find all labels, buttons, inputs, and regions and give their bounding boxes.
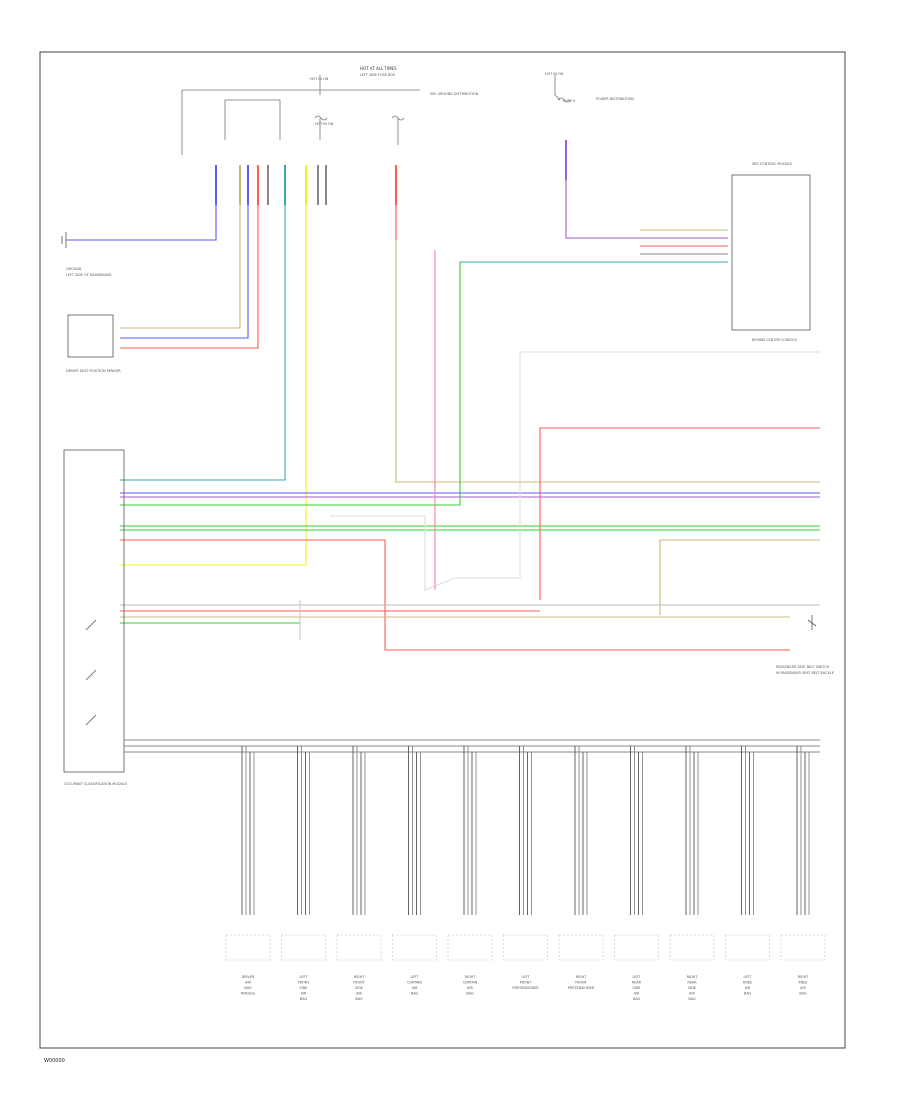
component-label: AIR [634, 992, 640, 996]
component-label: BAG [633, 997, 641, 1001]
top-pin-stack [215, 140, 567, 205]
sensor-box-label: DRIVER SEAT POSITION SENSOR [66, 369, 121, 373]
component-label: FRONT [575, 981, 588, 985]
component-label: AIR [245, 981, 251, 985]
component-label: LEFT [522, 975, 531, 979]
bottom-bus [124, 739, 820, 753]
component-bracket [669, 934, 715, 961]
component-label: BAG [688, 997, 696, 1001]
component-label: RIGHT [354, 975, 366, 979]
component-label: AIR [745, 986, 751, 990]
footer-code: W00000 [44, 1058, 65, 1064]
fuse-block-top [181, 75, 420, 155]
ground-left [61, 232, 67, 248]
module-right-label: SRS CONTROL MODULE [752, 162, 792, 166]
component-label: BAG [411, 992, 419, 996]
component-label: LEFT [411, 975, 420, 979]
bottom-drops [225, 746, 826, 961]
module-right-sub: BEHIND CENTER CONSOLE [752, 338, 797, 342]
component-label: SIDE [300, 986, 308, 990]
power-dist: POWER DISTRIBUTION [596, 97, 634, 101]
component-label: FRONT [298, 981, 311, 985]
component-label: SIDE [355, 986, 363, 990]
component-label: AIR [689, 992, 695, 996]
dimmer-note: SEE GROUND DISTRIBUTION [430, 92, 479, 96]
component-label: REAR [632, 981, 642, 985]
module-switches [85, 619, 97, 726]
component-label: CURTAIN [407, 981, 422, 985]
component-label: SIDE [633, 986, 641, 990]
ground-left-sub: LEFT SIDE OF DASHBOARD [66, 273, 112, 277]
fuse-symbols [314, 75, 571, 145]
component-bracket [558, 934, 604, 961]
component-bracket [392, 934, 437, 961]
component-label: SIDE [688, 986, 696, 990]
seatbelt-sub: IN PASSENGER SEAT BELT BUCKLE [776, 671, 834, 675]
component-label: BAG [244, 986, 252, 990]
component-label: LEFT [744, 975, 753, 979]
component-bracket [725, 934, 770, 961]
component-label: DRIVER [242, 975, 255, 979]
component-label: KNEE [798, 981, 807, 985]
component-bracket [503, 934, 548, 961]
component-label: AIR [356, 992, 362, 996]
component-label: BAG [466, 992, 474, 996]
component-label: RIGHT [576, 975, 588, 979]
component-label: MODULE [241, 992, 256, 996]
component-label: RIGHT [465, 975, 477, 979]
component-label: PRETENSIONER [568, 986, 595, 990]
component-label: FRONT [520, 981, 533, 985]
component-label: RIGHT [798, 975, 810, 979]
component-label: RIGHT [687, 975, 699, 979]
component-label: AIR [467, 986, 473, 990]
seat-position-sensor [67, 314, 114, 358]
bottom-component-labels: DRIVERAIRBAGMODULELEFTFRONTSIDEAIRBAGRIG… [241, 975, 810, 1001]
component-label: PRETENSIONER [512, 986, 539, 990]
component-label: AIR [301, 992, 307, 996]
component-label: BAG [744, 992, 752, 996]
component-label: LEFT [633, 975, 642, 979]
diagram-frame [39, 51, 846, 1049]
component-label: CURTAIN [463, 981, 478, 985]
component-label: AIR [412, 986, 418, 990]
component-label: REAR [687, 981, 697, 985]
relay-note-2: HOT IN ON [315, 122, 334, 126]
component-bracket [780, 934, 826, 961]
relay-note-1: HOT IN ON [310, 77, 329, 81]
component-label: KNEE [743, 981, 752, 985]
seatbelt-switch [807, 615, 817, 630]
component-label: AIR [800, 986, 806, 990]
component-label: BAG [799, 992, 807, 996]
component-label: FRONT [353, 981, 366, 985]
component-label: LEFT [300, 975, 309, 979]
seatbelt-label: PASSENGER SEAT BELT SWITCH [776, 665, 830, 669]
component-bracket [614, 934, 659, 961]
occupant-module-label: OCCUPANT CLASSIFICATION MODULE [64, 782, 127, 786]
component-bracket [447, 934, 493, 961]
component-bracket [336, 934, 382, 961]
component-bracket [281, 934, 326, 961]
occupant-module-box [63, 449, 125, 773]
ground-left-label: GROUND [66, 267, 82, 271]
component-bracket [225, 934, 271, 961]
srs-control-module [731, 174, 811, 331]
fuse-block-sub: LEFT SIDE FUSE BOX [360, 73, 396, 77]
wire-harness [66, 180, 820, 651]
fuse-block-heading: HOT AT ALL TIMES [360, 66, 397, 71]
component-label: BAG [355, 997, 363, 1001]
component-label: BAG [300, 997, 308, 1001]
fuse-right-1: HOT IN ON [545, 72, 564, 76]
